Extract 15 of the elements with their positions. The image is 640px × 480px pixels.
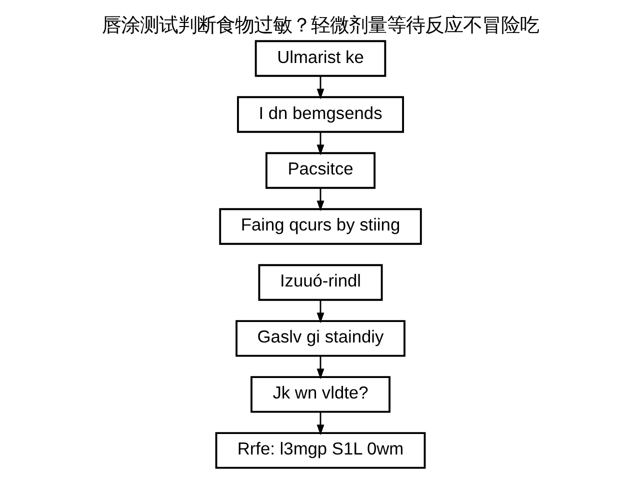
- node-box: Faing qcurs by stiing: [218, 208, 422, 245]
- arrow: [316, 76, 324, 100]
- node-box: Gaslv gi staindiy: [235, 320, 405, 357]
- node-box: Pacsitce: [264, 152, 376, 189]
- arrow: [316, 356, 324, 380]
- arrow: [316, 132, 324, 156]
- arrow: [316, 188, 324, 212]
- node-box: I dn bemgsends: [236, 96, 404, 133]
- node-box: Rrfe: l3mgp S1L 0wm: [214, 432, 426, 469]
- arrow: [316, 412, 324, 436]
- node-box: Ulmarist ke: [254, 40, 386, 77]
- diagram-title: 唇涂测试判断食物过敏？轻微剂量等待反应不冒险吃: [102, 13, 538, 36]
- arrow: [316, 300, 324, 324]
- node-box: Jk wn vldte?: [250, 376, 390, 413]
- node-box: Izuuó-rindl: [258, 264, 382, 301]
